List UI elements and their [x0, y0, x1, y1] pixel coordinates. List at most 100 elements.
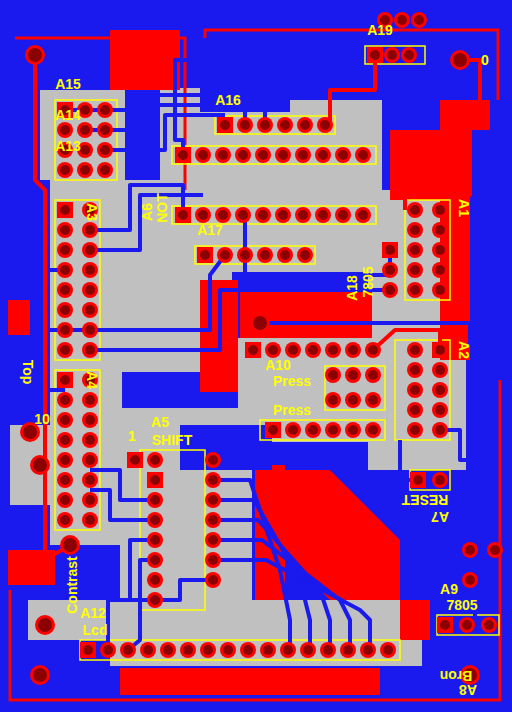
- drill-hole: [28, 48, 42, 62]
- pad-ring: [82, 242, 98, 258]
- drill-hole: [323, 645, 333, 655]
- drill-hole: [60, 375, 70, 385]
- pad-ring: [82, 432, 98, 448]
- drill-hole: [60, 125, 70, 135]
- bottom-trace: [175, 60, 340, 155]
- pad-ring: [57, 392, 73, 408]
- drill-hole: [208, 495, 218, 505]
- pad-ring: [57, 452, 73, 468]
- pad-ring: [175, 207, 191, 223]
- square-pad: [80, 642, 96, 658]
- bottom-trace: [213, 560, 370, 650]
- drill-hole: [60, 165, 70, 175]
- pad-ring: [60, 535, 80, 555]
- pad-ring: [205, 472, 221, 488]
- pad-ring: [97, 162, 113, 178]
- pad-ring: [295, 207, 311, 223]
- drill-hole: [288, 425, 298, 435]
- pad-ring: [205, 532, 221, 548]
- drill-hole: [198, 150, 208, 160]
- square-pad: [367, 47, 383, 63]
- pad-ring: [217, 247, 233, 263]
- pad-ring: [82, 412, 98, 428]
- drill-hole: [100, 145, 110, 155]
- silkscreen-label: A9: [440, 582, 458, 596]
- drill-hole: [410, 205, 420, 215]
- pad-ring: [195, 147, 211, 163]
- square-pad: [382, 242, 398, 258]
- pad-ring: [462, 572, 478, 588]
- drill-hole: [80, 105, 90, 115]
- pad-ring: [407, 222, 423, 238]
- drill-hole: [465, 575, 475, 585]
- drill-hole: [260, 250, 270, 260]
- drill-hole: [240, 250, 250, 260]
- drill-hole: [208, 555, 218, 565]
- pad-ring: [57, 282, 73, 298]
- pad-ring: [80, 642, 96, 658]
- drill-hole: [328, 370, 338, 380]
- pad-ring: [345, 342, 361, 358]
- drill-hole: [100, 125, 110, 135]
- silkscreen-label: A5: [151, 415, 169, 429]
- pad-ring: [260, 642, 276, 658]
- bottom-trace: [108, 580, 213, 650]
- drill-hole: [220, 120, 230, 130]
- pad-ring: [82, 392, 98, 408]
- drill-hole: [397, 15, 407, 25]
- pad-ring: [394, 12, 410, 28]
- pad-ring: [407, 402, 423, 418]
- drill-hole: [150, 495, 160, 505]
- drill-hole: [100, 165, 110, 175]
- pad-ring: [57, 372, 73, 388]
- drill-hole: [385, 265, 395, 275]
- pad-ring: [97, 122, 113, 138]
- pad-ring: [265, 342, 281, 358]
- drill-hole: [387, 50, 397, 60]
- drill-hole: [238, 150, 248, 160]
- pad-ring: [197, 247, 213, 263]
- pad-ring: [237, 247, 253, 263]
- pad-ring: [147, 452, 163, 468]
- drill-hole: [150, 475, 160, 485]
- drill-hole: [200, 250, 210, 260]
- pad-ring: [30, 665, 50, 685]
- bottom-trace: [90, 470, 155, 500]
- square-pad: [147, 472, 163, 488]
- drill-hole: [223, 645, 233, 655]
- drill-hole: [410, 265, 420, 275]
- drill-hole: [85, 475, 95, 485]
- pad-ring: [57, 322, 73, 338]
- drill-hole: [358, 150, 368, 160]
- pad-ring: [450, 50, 470, 70]
- silkscreen-label: SHIFT: [152, 433, 192, 447]
- pad-ring: [57, 342, 73, 358]
- square-pad: [245, 342, 261, 358]
- bottom-trace: [130, 540, 155, 600]
- pad-ring: [487, 542, 503, 558]
- pad-ring: [175, 147, 191, 163]
- pad-ring: [205, 572, 221, 588]
- bottom-trace: [40, 255, 225, 330]
- pad-ring: [462, 542, 478, 558]
- drill-hole: [368, 425, 378, 435]
- drill-hole: [410, 385, 420, 395]
- pad-ring: [432, 382, 448, 398]
- drill-hole: [435, 245, 445, 255]
- silkscreen-label: A8: [459, 683, 477, 697]
- pad-ring: [147, 532, 163, 548]
- drill-hole: [268, 425, 278, 435]
- pad-ring: [237, 117, 253, 133]
- pad-ring: [407, 282, 423, 298]
- drill-hole: [348, 345, 358, 355]
- drill-hole: [338, 210, 348, 220]
- square-pad: [217, 117, 233, 133]
- pad-ring: [432, 422, 448, 438]
- pad-ring: [205, 552, 221, 568]
- pad-ring: [205, 452, 221, 468]
- drill-hole: [260, 120, 270, 130]
- pad-ring: [365, 367, 381, 383]
- silkscreen-label: Bron: [440, 669, 473, 683]
- pad-ring: [100, 642, 116, 658]
- pad-ring: [384, 47, 400, 63]
